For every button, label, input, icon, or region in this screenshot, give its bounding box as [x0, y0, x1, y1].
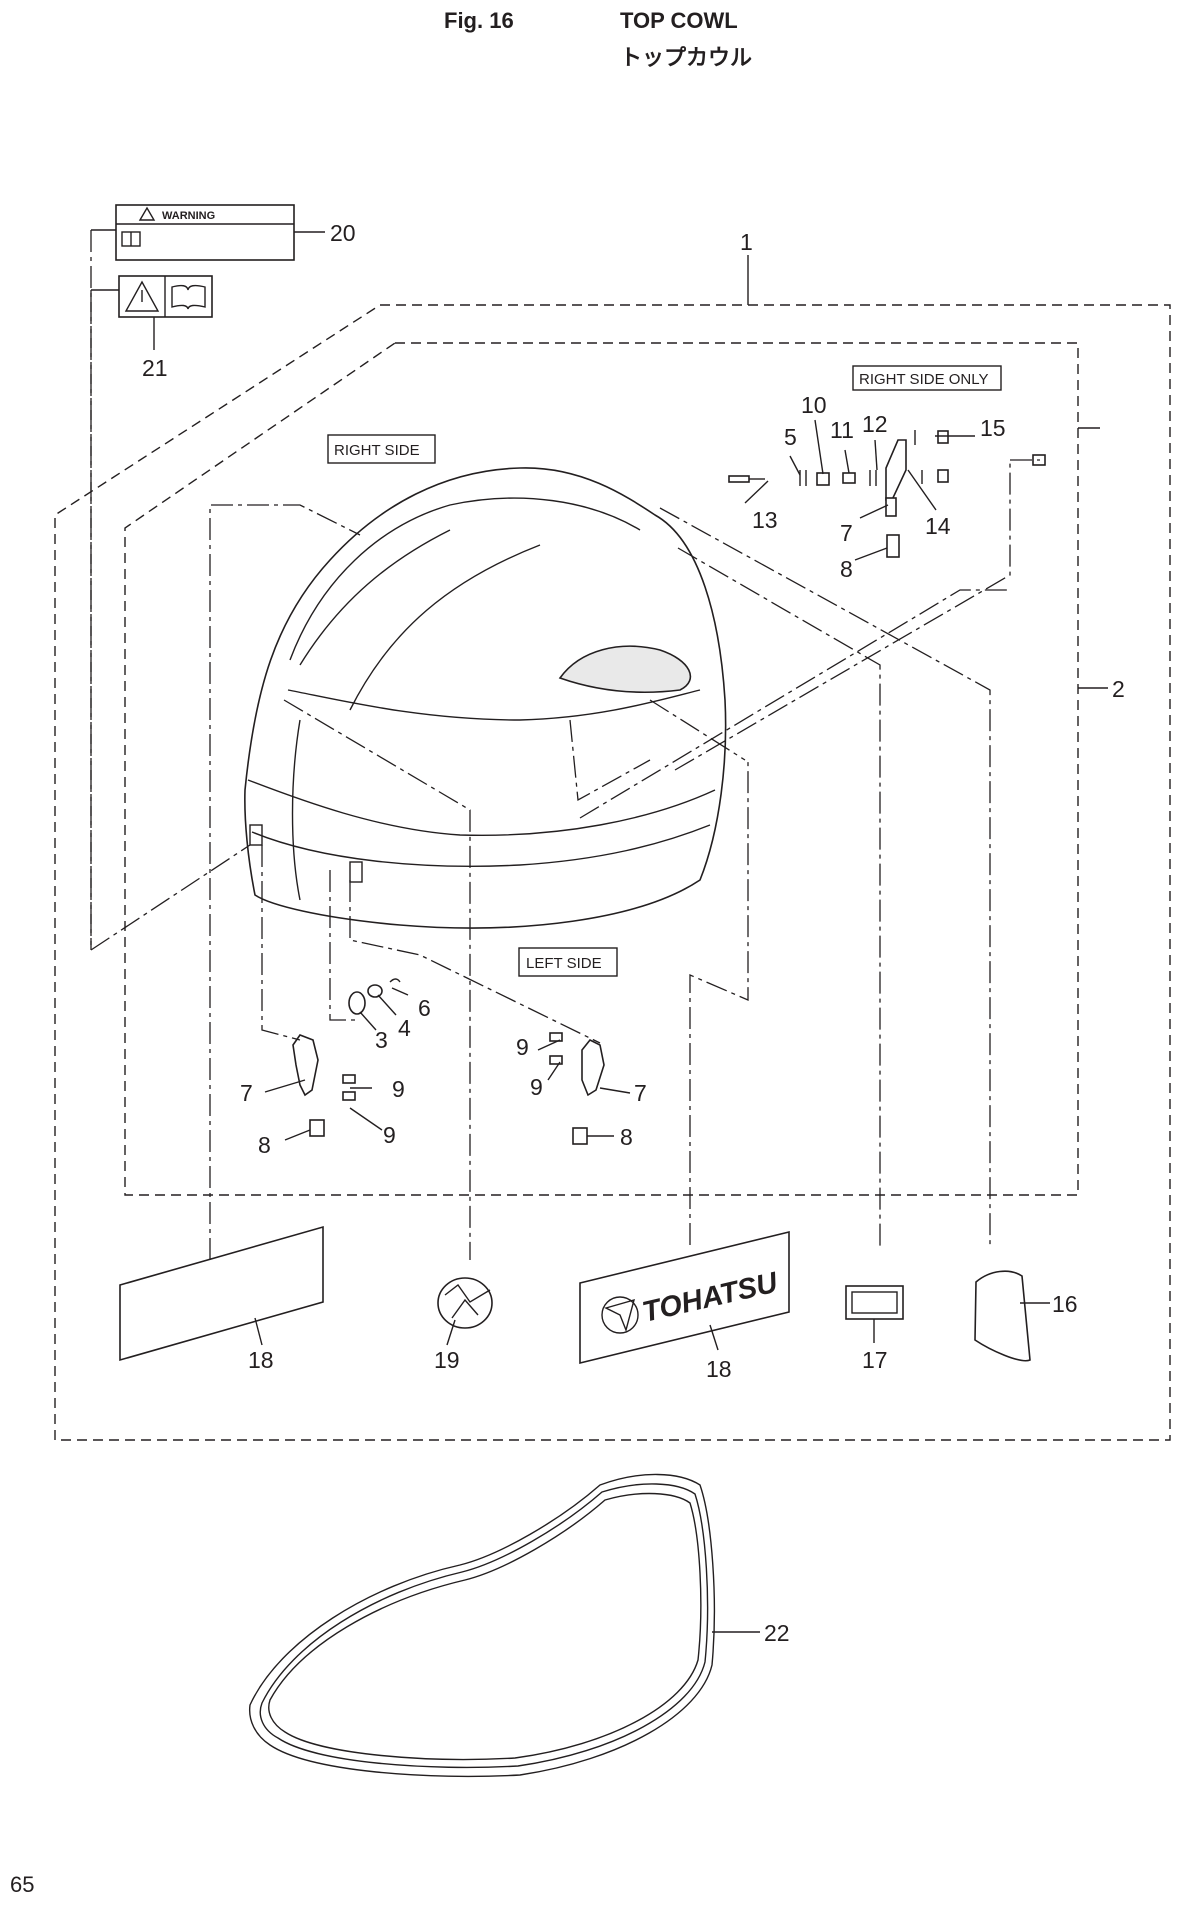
page-number: 65 — [10, 1872, 35, 1897]
left-latch-assembly — [292, 978, 605, 1145]
callout-9d: 9 — [530, 1074, 543, 1100]
callout-4: 4 — [398, 1015, 411, 1041]
callout-11: 11 — [830, 417, 854, 443]
leader-lines — [91, 229, 1108, 1633]
callout-1: 1 — [740, 229, 753, 255]
assembly-2-outline — [124, 342, 1079, 1196]
callout-21: 21 — [142, 355, 168, 381]
callout-5: 5 — [784, 424, 797, 450]
callout-10: 10 — [801, 392, 827, 418]
right-side-only-label: RIGHT SIDE ONLY — [859, 371, 988, 388]
emblem-19 — [437, 1277, 493, 1329]
right-side-label-box — [327, 434, 436, 464]
decal-18-left — [119, 1225, 324, 1362]
callout-7-right: 7 — [634, 1080, 647, 1106]
figure-title-jp: トップカウル — [620, 46, 753, 71]
callout-18-tohatsu: 18 — [706, 1356, 732, 1382]
callout-19: 19 — [434, 1347, 460, 1373]
callout-9a: 9 — [392, 1076, 405, 1102]
connection-lines — [90, 230, 1040, 1260]
callout-20: 20 — [330, 220, 356, 246]
warning-decal-text: WARNING — [162, 210, 215, 222]
decal-18-tohatsu: TOHATSU — [579, 1230, 790, 1365]
figure-number: Fig. 16 — [444, 8, 514, 33]
warning-decal-20: WARNING — [115, 204, 295, 261]
callout-16: 16 — [1052, 1291, 1078, 1317]
callout-17: 17 — [862, 1347, 888, 1373]
callout-8-bracket: 8 — [840, 556, 853, 582]
gasket-22 — [248, 1473, 716, 1778]
callout-6: 6 — [418, 995, 431, 1021]
callout-22: 22 — [764, 1620, 790, 1646]
callout-8-right: 8 — [620, 1124, 633, 1150]
assembly-1-outline — [54, 304, 1171, 1441]
top-cowl — [244, 467, 727, 929]
right-bracket-assembly — [728, 430, 1046, 558]
callout-8-left: 8 — [258, 1132, 271, 1158]
right-side-only-label-box — [852, 365, 1002, 391]
left-side-label: LEFT SIDE — [526, 955, 602, 972]
callout-2: 2 — [1112, 676, 1125, 702]
callout-9b: 9 — [383, 1122, 396, 1148]
callout-7-bracket: 7 — [840, 520, 853, 546]
callout-numbers: 1 2 3 4 5 6 7 7 7 8 8 8 9 9 9 9 10 11 12… — [142, 220, 1125, 1646]
callout-13: 13 — [752, 507, 778, 533]
callout-9c: 9 — [516, 1034, 529, 1060]
caution-label-21 — [118, 275, 213, 318]
callout-12: 12 — [862, 411, 888, 437]
decal-17 — [845, 1285, 904, 1320]
left-side-label-box — [518, 947, 618, 977]
figure-title: TOP COWL — [620, 8, 738, 33]
callout-15: 15 — [980, 415, 1006, 441]
callout-14: 14 — [925, 513, 951, 539]
callout-7-left: 7 — [240, 1080, 253, 1106]
callout-18-left: 18 — [248, 1347, 274, 1373]
decal-16 — [974, 1270, 1031, 1362]
callout-3: 3 — [375, 1027, 388, 1053]
right-side-label: RIGHT SIDE — [334, 442, 420, 459]
